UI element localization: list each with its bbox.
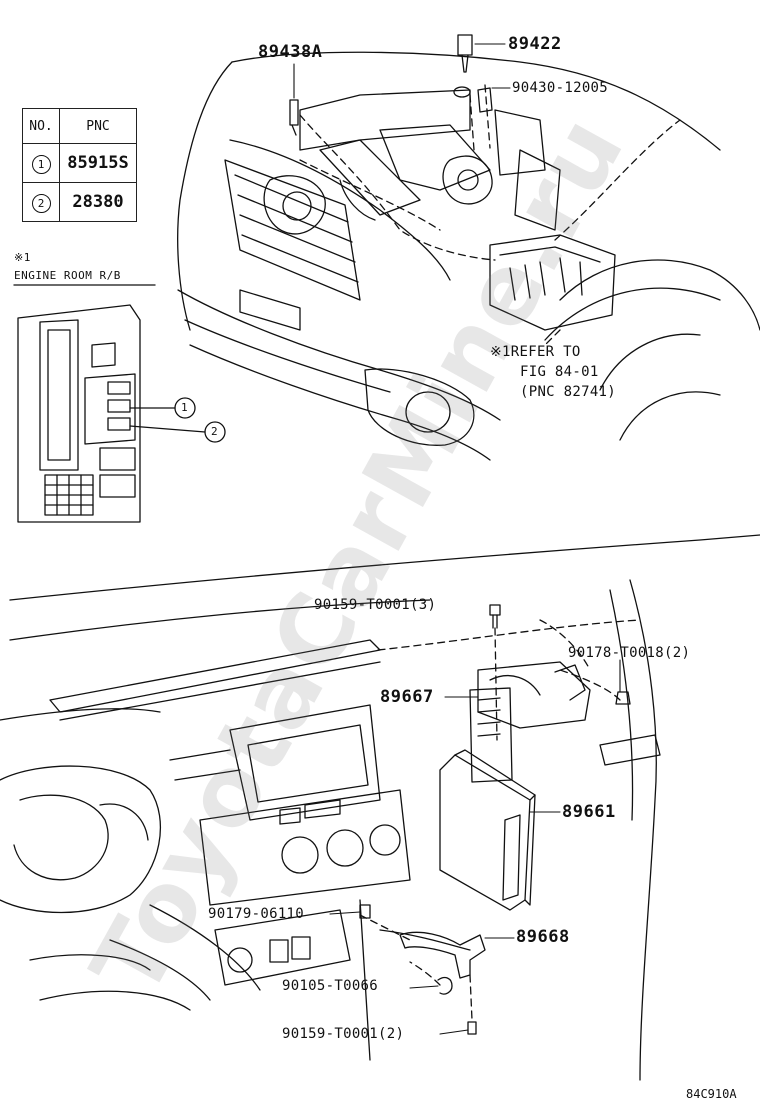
refer-note-line3: (PNC 82741) — [520, 384, 617, 400]
part-label-90159-t0001-2[interactable]: 90159-T0001(2) — [282, 1026, 405, 1042]
relay-block-title: ENGINE ROOM R/B — [14, 269, 121, 282]
row-number-cell: 2 — [22, 182, 60, 222]
table-row: 2 28380 — [22, 182, 137, 222]
table-row: 1 85915S — [22, 143, 137, 183]
callout-2: 2 — [211, 425, 218, 438]
header-pnc: PNC — [59, 108, 137, 144]
part-label-90105-t0066[interactable]: 90105-T0066 — [282, 978, 379, 994]
part-label-89668[interactable]: 89668 — [516, 927, 570, 947]
number-circle: 2 — [31, 193, 51, 213]
part-label-89667[interactable]: 89667 — [380, 687, 434, 707]
pnc-legend-table: NO. PNC 1 85915S 2 28380 — [22, 108, 137, 222]
number-circle: 1 — [31, 154, 51, 174]
part-label-90430-12005[interactable]: 90430-12005 — [512, 80, 609, 96]
table-header-row: NO. PNC — [22, 108, 137, 144]
refer-note-line2: FIG 84-01 — [520, 364, 599, 380]
callout-1: 1 — [181, 401, 188, 414]
row-number-cell: 1 — [22, 143, 60, 183]
engine-room-relay-block — [13, 284, 226, 523]
figure-code: 84C910A — [686, 1087, 737, 1101]
refer-note-mark: ※1 — [490, 344, 511, 360]
pnc-cell: 85915S — [59, 143, 137, 183]
refer-note-line1: ※1REFER TO — [490, 345, 581, 359]
relay-block-note-mark: ※1 — [14, 251, 31, 264]
part-label-90179-06110[interactable]: 90179-06110 — [208, 906, 305, 922]
label-leaders — [293, 43, 621, 1035]
part-label-89438a[interactable]: 89438A — [258, 42, 323, 62]
part-label-89422[interactable]: 89422 — [508, 34, 562, 54]
part-label-89661[interactable]: 89661 — [562, 802, 616, 822]
refer-note-text: REFER TO — [510, 344, 581, 360]
pnc-cell: 28380 — [59, 182, 137, 222]
vehicle-front-drawing — [177, 34, 760, 461]
header-no: NO. — [22, 108, 60, 144]
dashboard-drawing — [0, 534, 760, 1081]
part-label-90159-t0001-3[interactable]: 90159-T0001(3) — [314, 597, 437, 613]
part-label-90178-t0018-2[interactable]: 90178-T0018(2) — [568, 645, 691, 661]
